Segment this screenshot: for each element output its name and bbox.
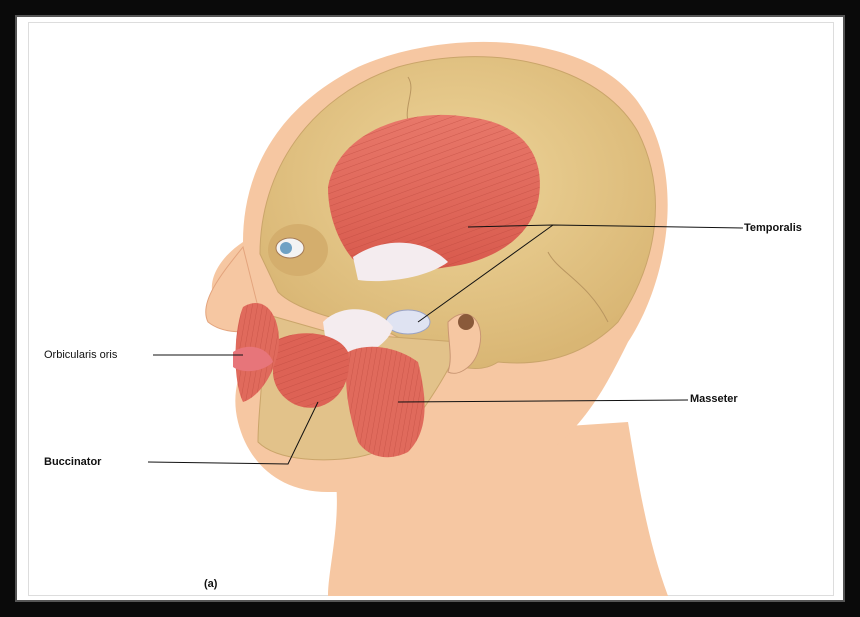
illustration-area: Temporalis Masseter Orbicularis oris Buc… [28,22,834,596]
temporalis-label: Temporalis [744,222,802,234]
mandibular-condyle [386,310,430,334]
head-muscles-illustration [28,22,834,596]
masseter-label: Masseter [690,393,738,405]
buccinator-label: Buccinator [44,456,101,468]
orbicularis-oris-label: Orbicularis oris [44,349,117,361]
iris [280,242,292,254]
panel-label: (a) [204,578,217,590]
